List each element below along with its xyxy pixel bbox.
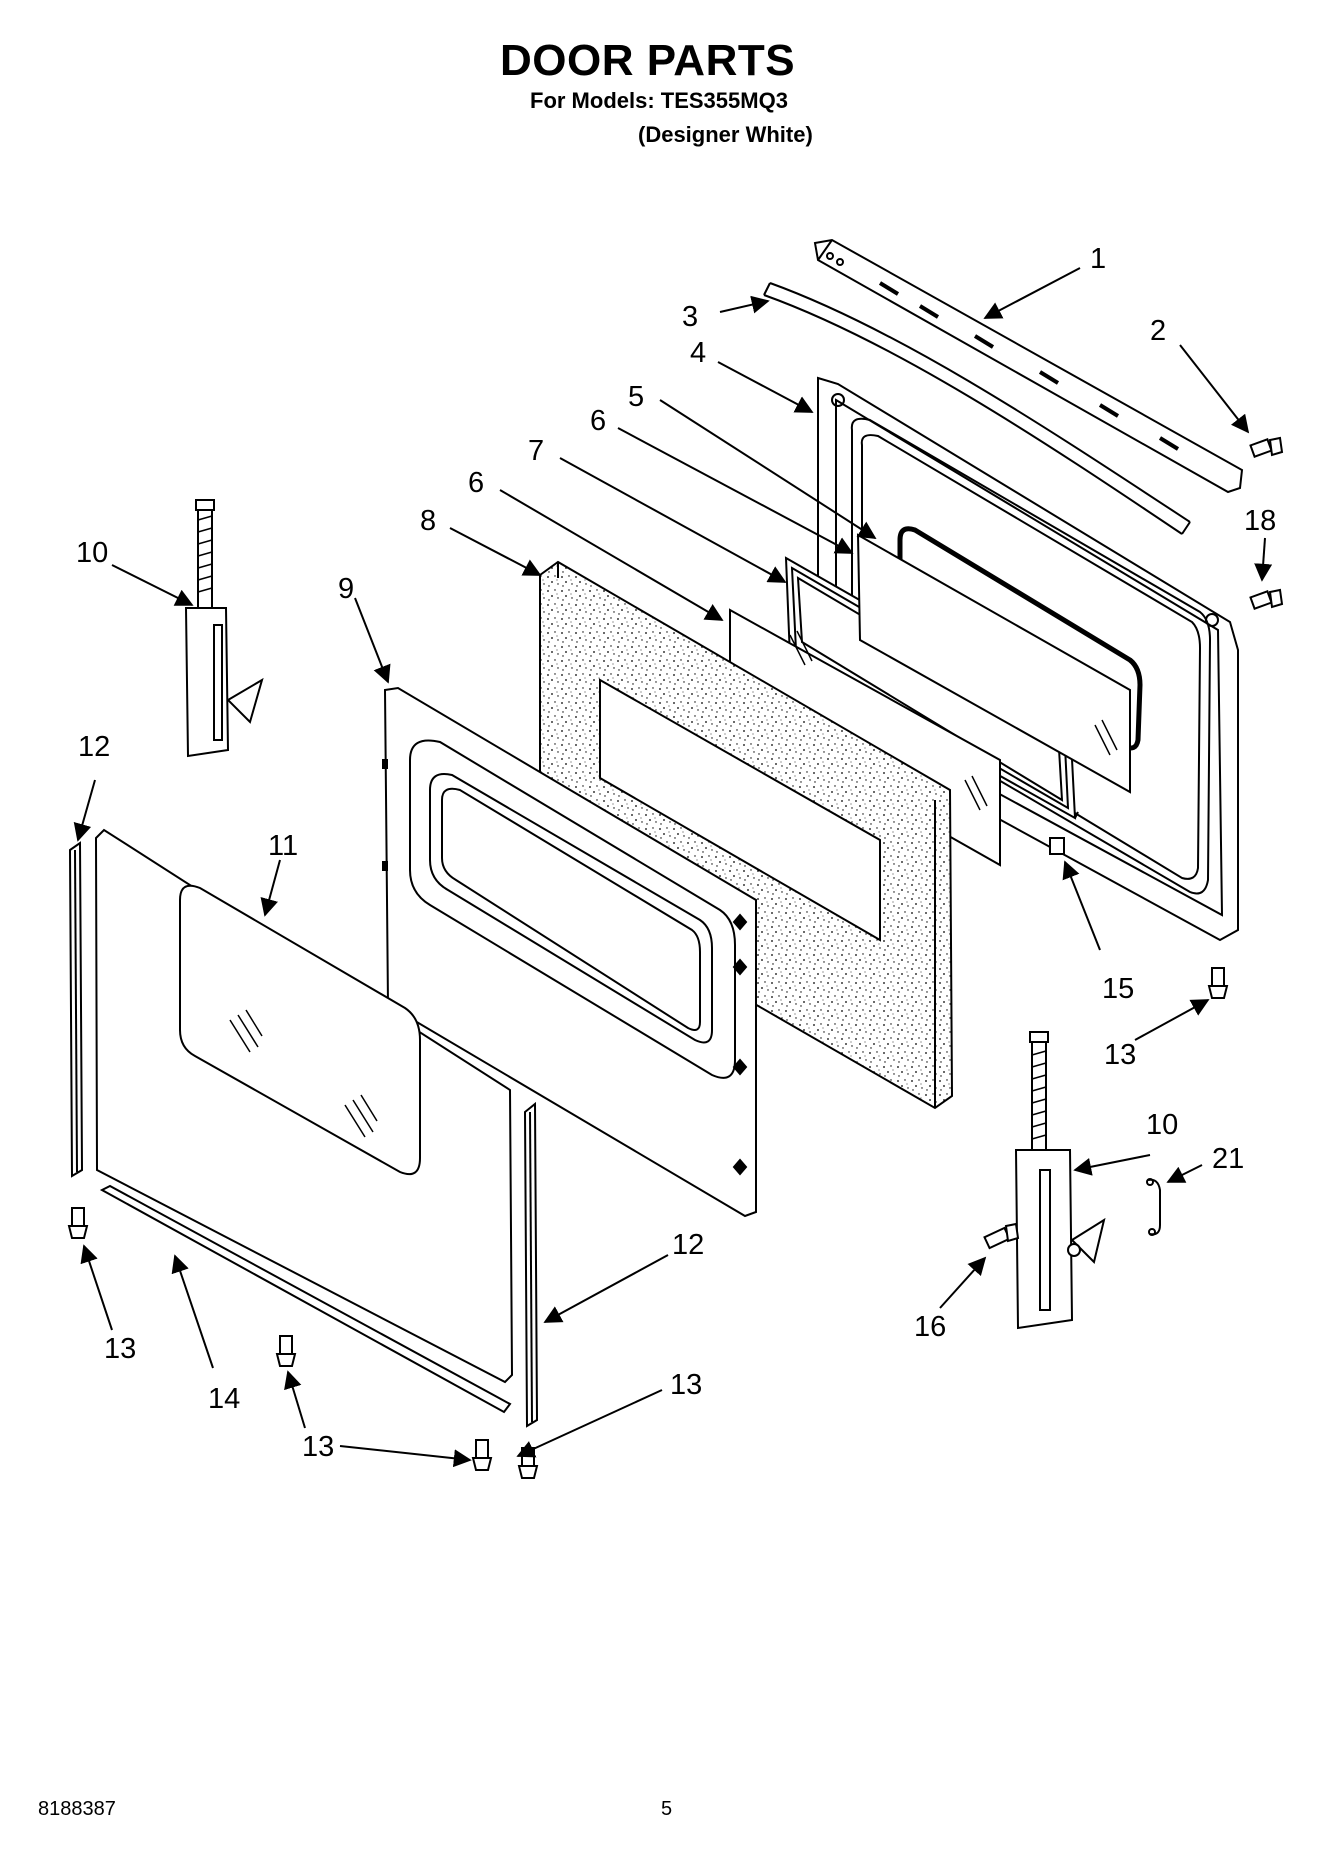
page-title: DOOR PARTS bbox=[500, 36, 796, 85]
leader-arrow-21 bbox=[1166, 1164, 1203, 1183]
callout-16: 16 bbox=[914, 1311, 946, 1343]
vent-trim-part bbox=[813, 238, 1244, 494]
door-insulation-part bbox=[539, 560, 954, 1110]
leader-arrow-13-bottom-a bbox=[339, 1445, 472, 1468]
leader-arrow-11 bbox=[260, 859, 281, 917]
leader-arrow-6-lower bbox=[499, 489, 724, 621]
leader-arrow-18 bbox=[1254, 537, 1273, 582]
screw-part-18 bbox=[1249, 588, 1284, 610]
model-subtitle: For Models: TES355MQ3 bbox=[530, 88, 788, 113]
hinge-left-part bbox=[184, 499, 264, 758]
callout-18: 18 bbox=[1244, 505, 1276, 537]
callout-6-lower: 6 bbox=[468, 467, 484, 499]
callout-1: 1 bbox=[1090, 243, 1106, 275]
spring-clip-part bbox=[1146, 1178, 1161, 1236]
leader-arrow-13-left bbox=[80, 1244, 113, 1331]
bottom-trim-part bbox=[99, 1184, 512, 1414]
leader-arrow-14 bbox=[171, 1254, 214, 1369]
callout-9: 9 bbox=[338, 573, 354, 605]
callout-13-bottom: 13 bbox=[670, 1369, 702, 1401]
leader-arrow-16 bbox=[939, 1256, 987, 1309]
leader-arrow-8 bbox=[449, 527, 542, 576]
callout-15: 15 bbox=[1102, 973, 1134, 1005]
door-clip-part bbox=[1049, 837, 1065, 855]
callout-4: 4 bbox=[690, 337, 706, 369]
page-number: 5 bbox=[661, 1798, 673, 1820]
leader-arrow-12-right bbox=[543, 1254, 669, 1323]
callout-13-left: 13 bbox=[104, 1333, 136, 1365]
side-trim-right-part bbox=[523, 1101, 539, 1428]
outer-door-panel-part bbox=[94, 828, 514, 1384]
leader-arrow-1 bbox=[983, 267, 1081, 319]
document-number: 8188387 bbox=[38, 1798, 116, 1820]
side-trim-left-part bbox=[68, 841, 84, 1178]
callout-10-right: 10 bbox=[1146, 1109, 1178, 1141]
leader-arrow-10-right bbox=[1073, 1154, 1151, 1176]
door-handle-part bbox=[763, 282, 1191, 535]
leader-arrow-7 bbox=[559, 457, 787, 583]
callout-21: 21 bbox=[1212, 1143, 1244, 1175]
leader-arrow-13-bottom-b bbox=[516, 1389, 663, 1458]
callout-labels: 1 2 3 4 5 6 7 6 8 9 10 18 12 11 15 13 10… bbox=[76, 243, 1276, 1463]
leader-arrow-12-left bbox=[73, 779, 96, 842]
callout-7: 7 bbox=[528, 435, 544, 467]
callout-6-upper: 6 bbox=[590, 405, 606, 437]
leader-arrow-6-upper bbox=[617, 427, 854, 554]
leader-arrow-13-right bbox=[1134, 999, 1210, 1041]
leader-arrow-4 bbox=[717, 361, 814, 413]
leader-arrow-9 bbox=[354, 597, 391, 684]
callout-5: 5 bbox=[628, 381, 644, 413]
callout-14: 14 bbox=[208, 1383, 240, 1415]
callout-3: 3 bbox=[682, 301, 698, 333]
hinge-right-part bbox=[1014, 1031, 1106, 1330]
callout-11: 11 bbox=[268, 830, 298, 862]
screw-part-16 bbox=[983, 1222, 1020, 1250]
callout-12-right: 12 bbox=[672, 1229, 704, 1261]
callout-10-left: 10 bbox=[76, 537, 108, 569]
leader-arrow-10-left bbox=[111, 564, 194, 606]
callout-8: 8 bbox=[420, 505, 436, 537]
leader-arrow-5 bbox=[659, 399, 877, 539]
leader-arrow-13-mid bbox=[284, 1370, 306, 1429]
leader-arrows bbox=[73, 267, 1273, 1468]
callout-2: 2 bbox=[1150, 315, 1166, 347]
callout-13-mid: 13 bbox=[302, 1431, 334, 1463]
window-glass-upper-part bbox=[856, 533, 1131, 794]
leader-arrow-15 bbox=[1062, 860, 1101, 951]
callout-13-right: 13 bbox=[1104, 1039, 1136, 1071]
leader-arrow-2 bbox=[1179, 344, 1250, 434]
callout-12-left: 12 bbox=[78, 731, 110, 763]
screw-part-2 bbox=[1249, 436, 1284, 458]
leader-arrow-3 bbox=[719, 295, 770, 314]
color-variant: (Designer White) bbox=[638, 122, 813, 147]
